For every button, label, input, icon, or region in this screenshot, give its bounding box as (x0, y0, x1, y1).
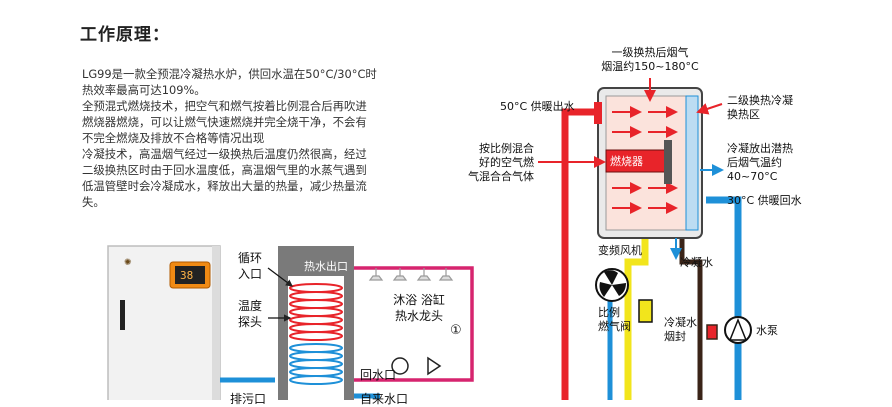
tank-system: ✺ (107, 245, 474, 400)
pump-icon (724, 316, 752, 344)
label-line: 入口 (238, 267, 263, 281)
hot-outlet-label: 热水出口 (304, 260, 348, 273)
label-line: 40~70°C (727, 170, 778, 183)
loop-marker: ① (450, 323, 462, 338)
description-line: LG99是一款全预混冷凝热水炉，供回水温在50°C/30°C时 (82, 67, 377, 81)
label-line: 烟封 (664, 330, 686, 343)
supply-water-pipe (561, 108, 600, 400)
loop-inlet-label: 循环 入口 (238, 250, 262, 282)
secondary-arrow (696, 103, 723, 115)
description-line: 失。 (82, 195, 105, 209)
description-line: 冷凝技术，高温烟气经过一级换热后温度仍然很高，经过 (82, 147, 367, 161)
condensate-label: 冷凝水 (680, 256, 713, 269)
temp-probe-label: 温度 探头 (238, 298, 262, 330)
loop-pump-icon (391, 357, 409, 375)
fan-label: 变频风机 (598, 244, 642, 257)
label-line: 燃气阀 (598, 320, 631, 333)
controller-screen (175, 266, 205, 284)
cold-coil (289, 343, 343, 385)
label-line: 比例 (598, 306, 620, 319)
label-line: 冷凝水 (664, 316, 697, 329)
svg-text:✺: ✺ (124, 258, 132, 268)
label-line: 循环 (238, 251, 263, 265)
label-line: 探头 (238, 315, 263, 329)
page-title: 工作原理： (80, 25, 170, 45)
pump-label: 水泵 (756, 324, 778, 337)
gas-valve-icon (638, 299, 653, 323)
burner-tube (664, 140, 672, 184)
hot-outlet-pipe (354, 266, 474, 330)
controller-display: 38 (180, 269, 194, 282)
primary-flue-label: 一级换热后烟气 烟温约150~180°C (596, 46, 704, 74)
description-line: 不完全燃烧及排放不合格等情况出现 (82, 131, 265, 145)
label-line: 沐浴 浴缸 (393, 293, 445, 307)
return-loop-pipe (354, 330, 474, 382)
label-line: 冷凝放出潜热 (727, 142, 793, 155)
fan-icon (595, 268, 629, 302)
label-line: 烟温约150~180°C (601, 60, 699, 73)
label-line: 二级换热冷凝 (727, 94, 793, 107)
description-text: LG99是一款全预混冷凝热水炉，供回水温在50°C/30°C时 热效率最高可达1… (82, 66, 412, 210)
label-line: 气混合合气体 (468, 170, 534, 183)
boiler-section (538, 78, 752, 400)
cabinet-side (212, 246, 220, 400)
description-line: 低温管壁时会冷凝成水，释放出大量的热量，减少热量流 (82, 179, 367, 193)
label-line: 温度 (238, 299, 263, 313)
label-line: 换热区 (727, 108, 760, 121)
supply-connector (594, 102, 602, 124)
label-line: 后烟气温约 (727, 156, 782, 169)
secondary-exchanger (685, 95, 699, 231)
trap-icon (706, 324, 718, 340)
gas-valve-label: 比例 燃气阀 (598, 306, 631, 334)
latent-heat-label: 冷凝放出潜热 后烟气温约 40~70°C (727, 142, 793, 184)
check-valve-icon (427, 356, 442, 376)
return-port-label: 回水口 (360, 368, 397, 382)
label-line: 热水龙头 (394, 309, 443, 323)
description-line: 全预混式燃烧技术，把空气和燃气按着比例混合后再吹进 (82, 99, 367, 113)
label-line: 一级换热后烟气 (611, 46, 689, 59)
label-line: 好的空气燃 (479, 156, 534, 169)
supply-water-label: 50°C 供暖出水 (500, 100, 575, 113)
description-line: 燃烧器燃烧，可以让燃气快速燃烧并完全烧干净，不会有 (82, 115, 367, 129)
secondary-zone-label: 二级换热冷凝 换热区 (727, 94, 793, 122)
cabinet-handle (120, 300, 125, 330)
premix-label: 按比例混合 好的空气燃 气混合合气体 (460, 142, 534, 184)
trap-label: 冷凝水 烟封 (664, 316, 697, 344)
return-water-pipe (706, 196, 742, 400)
description-line: 二级换热区时由于回水温度低，高温烟气里的水蒸气遇到 (82, 163, 367, 177)
description-line: 热效率最高可达109%。 (82, 83, 206, 97)
flame-arrows (612, 106, 678, 214)
trap-pipe (679, 238, 703, 400)
burner-label: 燃烧器 (610, 155, 643, 168)
return-water-label: 30°C 供暖回水 (727, 194, 802, 207)
fixture-icons (368, 268, 454, 281)
label-line: 按比例混合 (479, 142, 534, 155)
fixtures-label: 沐浴 浴缸 热水龙头 (384, 292, 454, 324)
